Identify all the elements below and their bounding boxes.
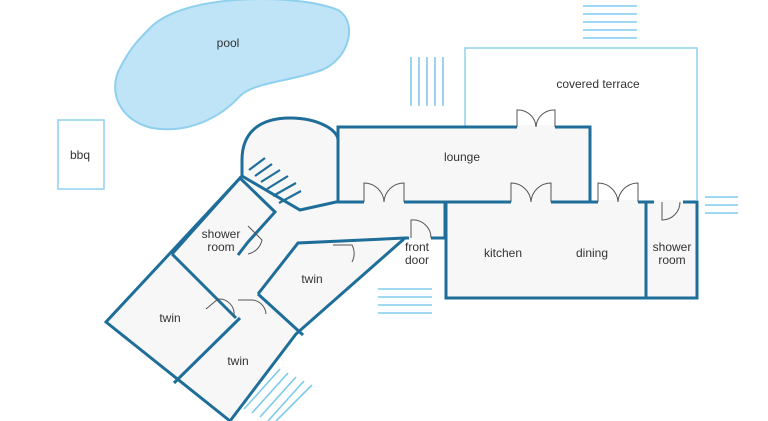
twin-1-door	[205, 298, 235, 317]
covered-terrace	[464, 47, 698, 200]
bbq-label: bbq	[70, 148, 90, 162]
twin-2-walls	[256, 236, 406, 295]
dining-door	[597, 182, 639, 203]
front-door	[410, 219, 432, 239]
twin-1-label: twin	[159, 311, 180, 325]
terrace-steps-top	[583, 5, 637, 39]
doors	[205, 109, 681, 317]
interior-stairs	[248, 157, 302, 204]
bbq-area	[57, 119, 105, 190]
front-steps	[378, 288, 432, 314]
twin-2-label: twin	[301, 272, 322, 286]
terrace-door	[516, 109, 556, 128]
pool-label: pool	[217, 36, 240, 50]
wing-partition-1	[170, 252, 238, 320]
kitchen-dining-room	[444, 200, 648, 300]
twin-3-door	[238, 299, 267, 315]
shower-room-1-label-line2: room	[207, 240, 234, 254]
twin-3-label: twin	[227, 354, 248, 368]
pool	[114, 0, 351, 131]
lounge-room	[336, 125, 592, 204]
shower-room-1-walls	[170, 175, 278, 256]
front-door-label-line2: door	[405, 253, 429, 267]
shower-room-2-label-line1: shower	[653, 240, 692, 254]
kitchen-label: kitchen	[484, 246, 522, 260]
shower-room-2-label-line2: room	[658, 253, 685, 267]
front-door-label-line1: front	[405, 240, 430, 254]
lounge-label: lounge	[444, 150, 480, 164]
twin-2-door	[333, 244, 355, 263]
shower-1-door	[247, 225, 263, 255]
lounge-kitchen-door	[510, 182, 552, 203]
shower-2-door	[661, 201, 681, 221]
shower-room-1-label-line1: shower	[202, 227, 241, 241]
lounge-door-left	[363, 182, 405, 203]
twin-2-lower-wall	[256, 292, 305, 337]
side-steps-right	[705, 196, 738, 214]
dining-label: dining	[576, 246, 608, 260]
covered-terrace-label: covered terrace	[556, 77, 640, 91]
terrace-steps-left	[410, 57, 444, 106]
wing-partition-2	[172, 316, 242, 385]
